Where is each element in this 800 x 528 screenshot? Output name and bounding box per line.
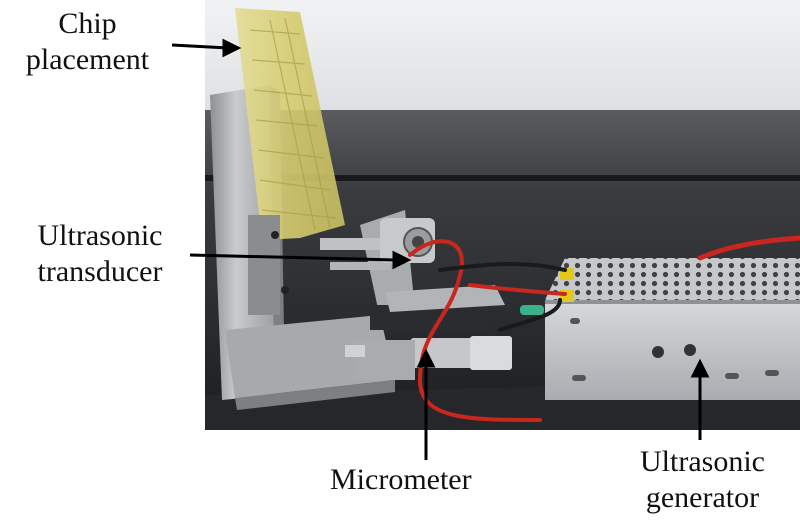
label-generator-line1: Ultrasonic (640, 445, 765, 478)
label-chip-line2: placement (25, 43, 150, 76)
arrow-chip (171, 43, 229, 50)
photo-clamp (248, 215, 280, 315)
photo-chip-channels (249, 17, 337, 231)
photo-transducer-rods (320, 238, 390, 250)
label-generator-line2: generator (645, 481, 760, 514)
label-chip-line1: Chip (58, 7, 117, 40)
label-ultrasonic-transducer: Ultrasonic transducer (0, 218, 200, 290)
photo-generator-top (545, 258, 800, 300)
photo-generator-front (545, 300, 800, 400)
photo-ledge (205, 175, 800, 181)
annotation-arrows (171, 38, 710, 460)
arrow-transducer (189, 253, 396, 262)
label-ultrasonic-generator: Ultrasonic generator (605, 444, 800, 516)
label-micrometer-text: Micrometer (330, 463, 472, 496)
photo-cables (408, 235, 800, 422)
photo-base-front (235, 380, 395, 410)
label-micrometer: Micrometer (330, 462, 530, 498)
label-chip-placement: Chip placement (0, 6, 175, 78)
photo-chip (235, 8, 345, 240)
label-transducer-line1: Ultrasonic (37, 219, 163, 252)
photo-base-plate (225, 315, 395, 398)
label-transducer-line2: transducer (37, 255, 163, 288)
